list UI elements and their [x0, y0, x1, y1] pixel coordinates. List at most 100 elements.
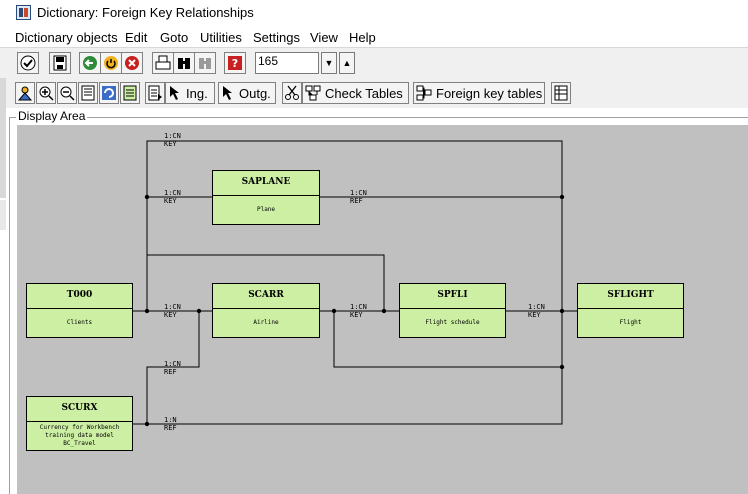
display-area-frame — [9, 117, 748, 494]
scissors-icon — [285, 85, 299, 100]
table-description: Plane — [256, 205, 276, 213]
outgoing-button[interactable]: Outg. — [218, 82, 276, 104]
junction-dot — [144, 421, 150, 427]
display-icon — [17, 86, 33, 101]
list-button[interactable] — [78, 82, 98, 104]
foreign-key-tables-button[interactable]: Foreign key tables — [413, 82, 545, 104]
junction-dot — [331, 308, 337, 314]
print-icon — [155, 55, 171, 70]
help-icon: ? — [228, 56, 242, 70]
pointer-outgoing-icon — [223, 86, 232, 100]
help-button[interactable]: ? — [224, 52, 246, 74]
exit-icon — [104, 56, 118, 70]
print-button[interactable] — [152, 52, 174, 74]
title-bar: Dictionary: Foreign Key Relationships — [0, 0, 748, 26]
cancel-icon — [125, 56, 139, 70]
checkmark-icon — [20, 55, 36, 71]
menu-goto[interactable]: Goto — [160, 30, 189, 45]
table-name: SCURX — [27, 397, 132, 422]
table-node-sflight[interactable]: SFLIGHT Flight — [577, 283, 684, 338]
menu-edit[interactable]: Edit — [125, 30, 148, 45]
table-node-saplane[interactable]: SAPLANE Plane — [212, 170, 320, 225]
table-node-spfli[interactable]: SPFLI Flight schedule — [399, 283, 506, 338]
foreign-key-tables-label: Foreign key tables — [436, 85, 543, 101]
save-icon — [53, 55, 67, 71]
exit-button[interactable] — [100, 52, 122, 74]
table-description: Currency for Workbench training data mod… — [39, 423, 120, 447]
menu-bar: Dictionary objects Edit Goto Utilities S… — [0, 27, 748, 47]
zoom-out-icon — [60, 86, 75, 101]
legend-icon — [148, 85, 162, 101]
table-settings-icon — [554, 85, 568, 101]
chevron-down-icon: ▼ — [324, 58, 334, 68]
legend-button[interactable] — [145, 82, 165, 104]
zoom-out-button[interactable] — [57, 82, 77, 104]
incoming-button[interactable]: Ing. — [165, 82, 215, 104]
navigate-button[interactable] — [120, 82, 140, 104]
table-description: Flight schedule — [425, 318, 480, 326]
table-name: T000 — [27, 284, 132, 309]
menu-dictionary-objects[interactable]: Dictionary objects — [15, 30, 118, 45]
save-button[interactable] — [49, 52, 71, 74]
refresh-icon — [102, 86, 116, 100]
command-collapse-button[interactable]: ▲ — [339, 52, 355, 74]
incoming-label: Ing. — [186, 85, 208, 101]
junction-dot — [144, 194, 150, 200]
menu-utilities[interactable]: Utilities — [200, 30, 242, 45]
table-node-scurx[interactable]: SCURX Currency for Workbench training da… — [26, 396, 133, 451]
enter-button[interactable] — [17, 52, 39, 74]
table-name: SCARR — [213, 284, 319, 309]
table-description: Airline — [253, 318, 279, 326]
table-description: Clients — [66, 318, 93, 326]
table-name: SPFLI — [400, 284, 505, 309]
chevron-up-icon: ▲ — [342, 58, 352, 68]
line-top-loop — [146, 140, 563, 311]
command-dropdown-button[interactable]: ▼ — [321, 52, 337, 74]
table-node-t000[interactable]: T000 Clients — [26, 283, 133, 338]
junction-dot — [381, 308, 387, 314]
binoculars-next-icon — [199, 58, 211, 69]
find-button[interactable] — [173, 52, 195, 74]
foreign-key-tables-icon — [416, 85, 432, 101]
standard-toolbar: ? 165 ▼ ▲ — [0, 47, 748, 78]
line-lower-loop — [333, 311, 562, 368]
table-node-scarr[interactable]: SCARR Airline — [212, 283, 320, 338]
check-tables-button[interactable]: Check Tables — [302, 82, 409, 104]
zoom-in-icon — [39, 86, 54, 101]
junction-dot — [559, 364, 565, 370]
line-mid-loop — [147, 254, 385, 311]
find-next-button[interactable] — [194, 52, 216, 74]
display-button[interactable] — [15, 82, 35, 104]
sap-app-icon — [16, 5, 31, 20]
outgoing-label: Outg. — [239, 85, 271, 101]
menu-help[interactable]: Help — [349, 30, 376, 45]
zoom-in-button[interactable] — [36, 82, 56, 104]
back-icon — [83, 56, 97, 70]
table-description: Flight — [619, 318, 642, 326]
back-button[interactable] — [79, 52, 101, 74]
check-tables-label: Check Tables — [325, 85, 403, 101]
junction-dot — [196, 308, 202, 314]
command-field[interactable]: 165 — [255, 52, 319, 74]
refresh-button[interactable] — [99, 82, 119, 104]
junction-dot — [559, 194, 565, 200]
window-title: Dictionary: Foreign Key Relationships — [37, 5, 254, 20]
menu-settings[interactable]: Settings — [253, 30, 300, 45]
menu-view[interactable]: View — [310, 30, 338, 45]
cancel-button[interactable] — [121, 52, 143, 74]
settings-button[interactable] — [551, 82, 571, 104]
line-scurx-scarr — [133, 311, 200, 425]
background-window-edge-lower — [0, 200, 6, 230]
svg-text:?: ? — [232, 57, 238, 70]
cut-button[interactable] — [282, 82, 302, 104]
line-scurx-bottom — [147, 311, 563, 425]
